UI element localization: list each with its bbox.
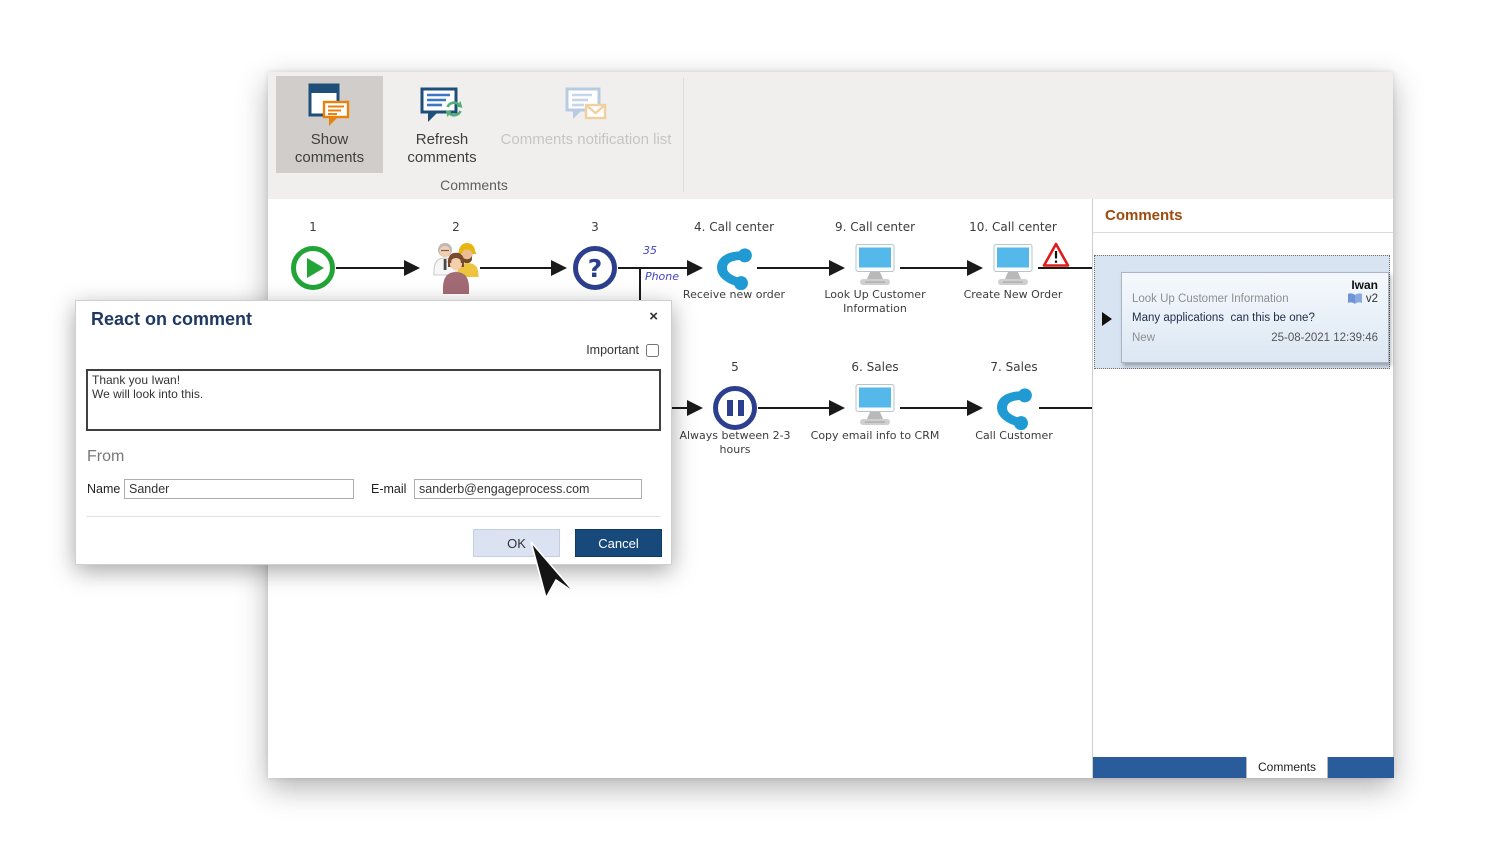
ribbon: Show comments Refres [268, 72, 1393, 200]
ribbon-separator [683, 78, 684, 192]
start-icon [307, 258, 324, 278]
comments-panel-title: Comments [1093, 199, 1393, 233]
ribbon-group-label: Comments [440, 177, 508, 193]
pause-icon [726, 400, 733, 416]
step-9-caption: Look Up Customer Information [824, 288, 926, 315]
pause-node[interactable] [713, 386, 757, 430]
computer-icon [993, 244, 1033, 285]
comment-card[interactable]: Iwan Look Up Customer Information v2 Man… [1121, 272, 1389, 363]
cancel-button[interactable]: Cancel [575, 529, 662, 557]
name-field[interactable] [124, 479, 354, 499]
ok-button[interactable]: OK [473, 529, 560, 557]
step-6-caption: Copy email info to CRM [810, 429, 940, 442]
warning-icon [1042, 242, 1070, 268]
phone-icon [717, 248, 752, 290]
decision-node[interactable]: ? [573, 246, 617, 290]
react-on-comment-dialog: React on comment × Important Thank you I… [75, 300, 672, 565]
panel-bottom-bar: Comments [1093, 757, 1394, 778]
from-section-label: From [87, 448, 125, 465]
computer-icon [855, 384, 895, 425]
step-2-label: 2 [452, 220, 460, 234]
start-node[interactable] [291, 246, 335, 290]
comment-status: New [1132, 332, 1156, 344]
comment-version: v2 [1365, 292, 1378, 305]
step-5-label: 5 [731, 360, 739, 374]
book-icon [1347, 293, 1362, 304]
step-9-label: 9. Call center [834, 220, 916, 234]
comments-panel: Comments Iwan Look Up Customer Informati… [1092, 199, 1394, 778]
step-7-label: 7. Sales [990, 360, 1038, 374]
phone-node-4[interactable] [712, 246, 756, 290]
computer-node-6[interactable] [851, 384, 899, 428]
computer-node-9[interactable] [851, 244, 899, 288]
phone-icon [997, 388, 1032, 430]
important-checkbox[interactable] [646, 343, 659, 357]
dialog-divider [86, 516, 661, 517]
step-6-label: 6. Sales [851, 360, 899, 374]
comments-tab[interactable]: Comments [1246, 757, 1328, 778]
step-10-label: 10. Call center [969, 220, 1057, 234]
refresh-comments-label: Refresh comments [407, 131, 477, 166]
computer-icon [855, 244, 895, 285]
show-comments-icon [307, 81, 353, 129]
branch-value: 35 [643, 244, 657, 257]
decision-icon: ? [587, 253, 603, 283]
comment-step-ref: Look Up Customer Information [1132, 292, 1289, 305]
show-comments-button[interactable]: Show comments [276, 76, 383, 173]
important-label: Important [586, 343, 639, 357]
comments-notification-list-button: Comments notification list [500, 76, 672, 173]
email-label: E-mail [371, 482, 407, 496]
comment-selected-marker-icon [1102, 312, 1112, 326]
comments-notification-list-label: Comments notification list [500, 131, 672, 148]
step-4-label: 4. Call center [693, 220, 775, 234]
phone-node-7[interactable] [992, 386, 1036, 430]
show-comments-label: Show comments [294, 131, 365, 166]
close-icon[interactable]: × [649, 308, 658, 325]
customers-icon [433, 243, 479, 294]
name-label: Name [87, 482, 121, 496]
dialog-title: React on comment [91, 309, 253, 329]
comment-text: Many applications can this be one? [1132, 312, 1315, 324]
step-3-label: 3 [591, 220, 599, 234]
comment-timestamp: 25-08-2021 12:39:46 [1271, 332, 1378, 344]
step-1-label: 1 [309, 220, 317, 234]
email-field[interactable] [414, 479, 642, 499]
step-4-caption: Receive new order [682, 288, 786, 301]
reaction-message-textarea[interactable]: Thank you Iwan! We will look into this. [86, 369, 661, 431]
step-5-caption: Always between 2-3 hours [679, 429, 791, 456]
customers-node[interactable] [432, 240, 480, 294]
computer-node-10[interactable] [989, 244, 1037, 288]
branch-label: Phone [644, 270, 680, 283]
step-10-caption: Create New Order [963, 288, 1063, 301]
comment-author: Iwan [1351, 278, 1378, 292]
refresh-comments-button[interactable]: Refresh comments [394, 76, 490, 173]
refresh-comments-icon [419, 81, 465, 129]
step-7-caption: Call Customer [975, 429, 1053, 442]
comments-notification-list-icon [563, 81, 609, 129]
